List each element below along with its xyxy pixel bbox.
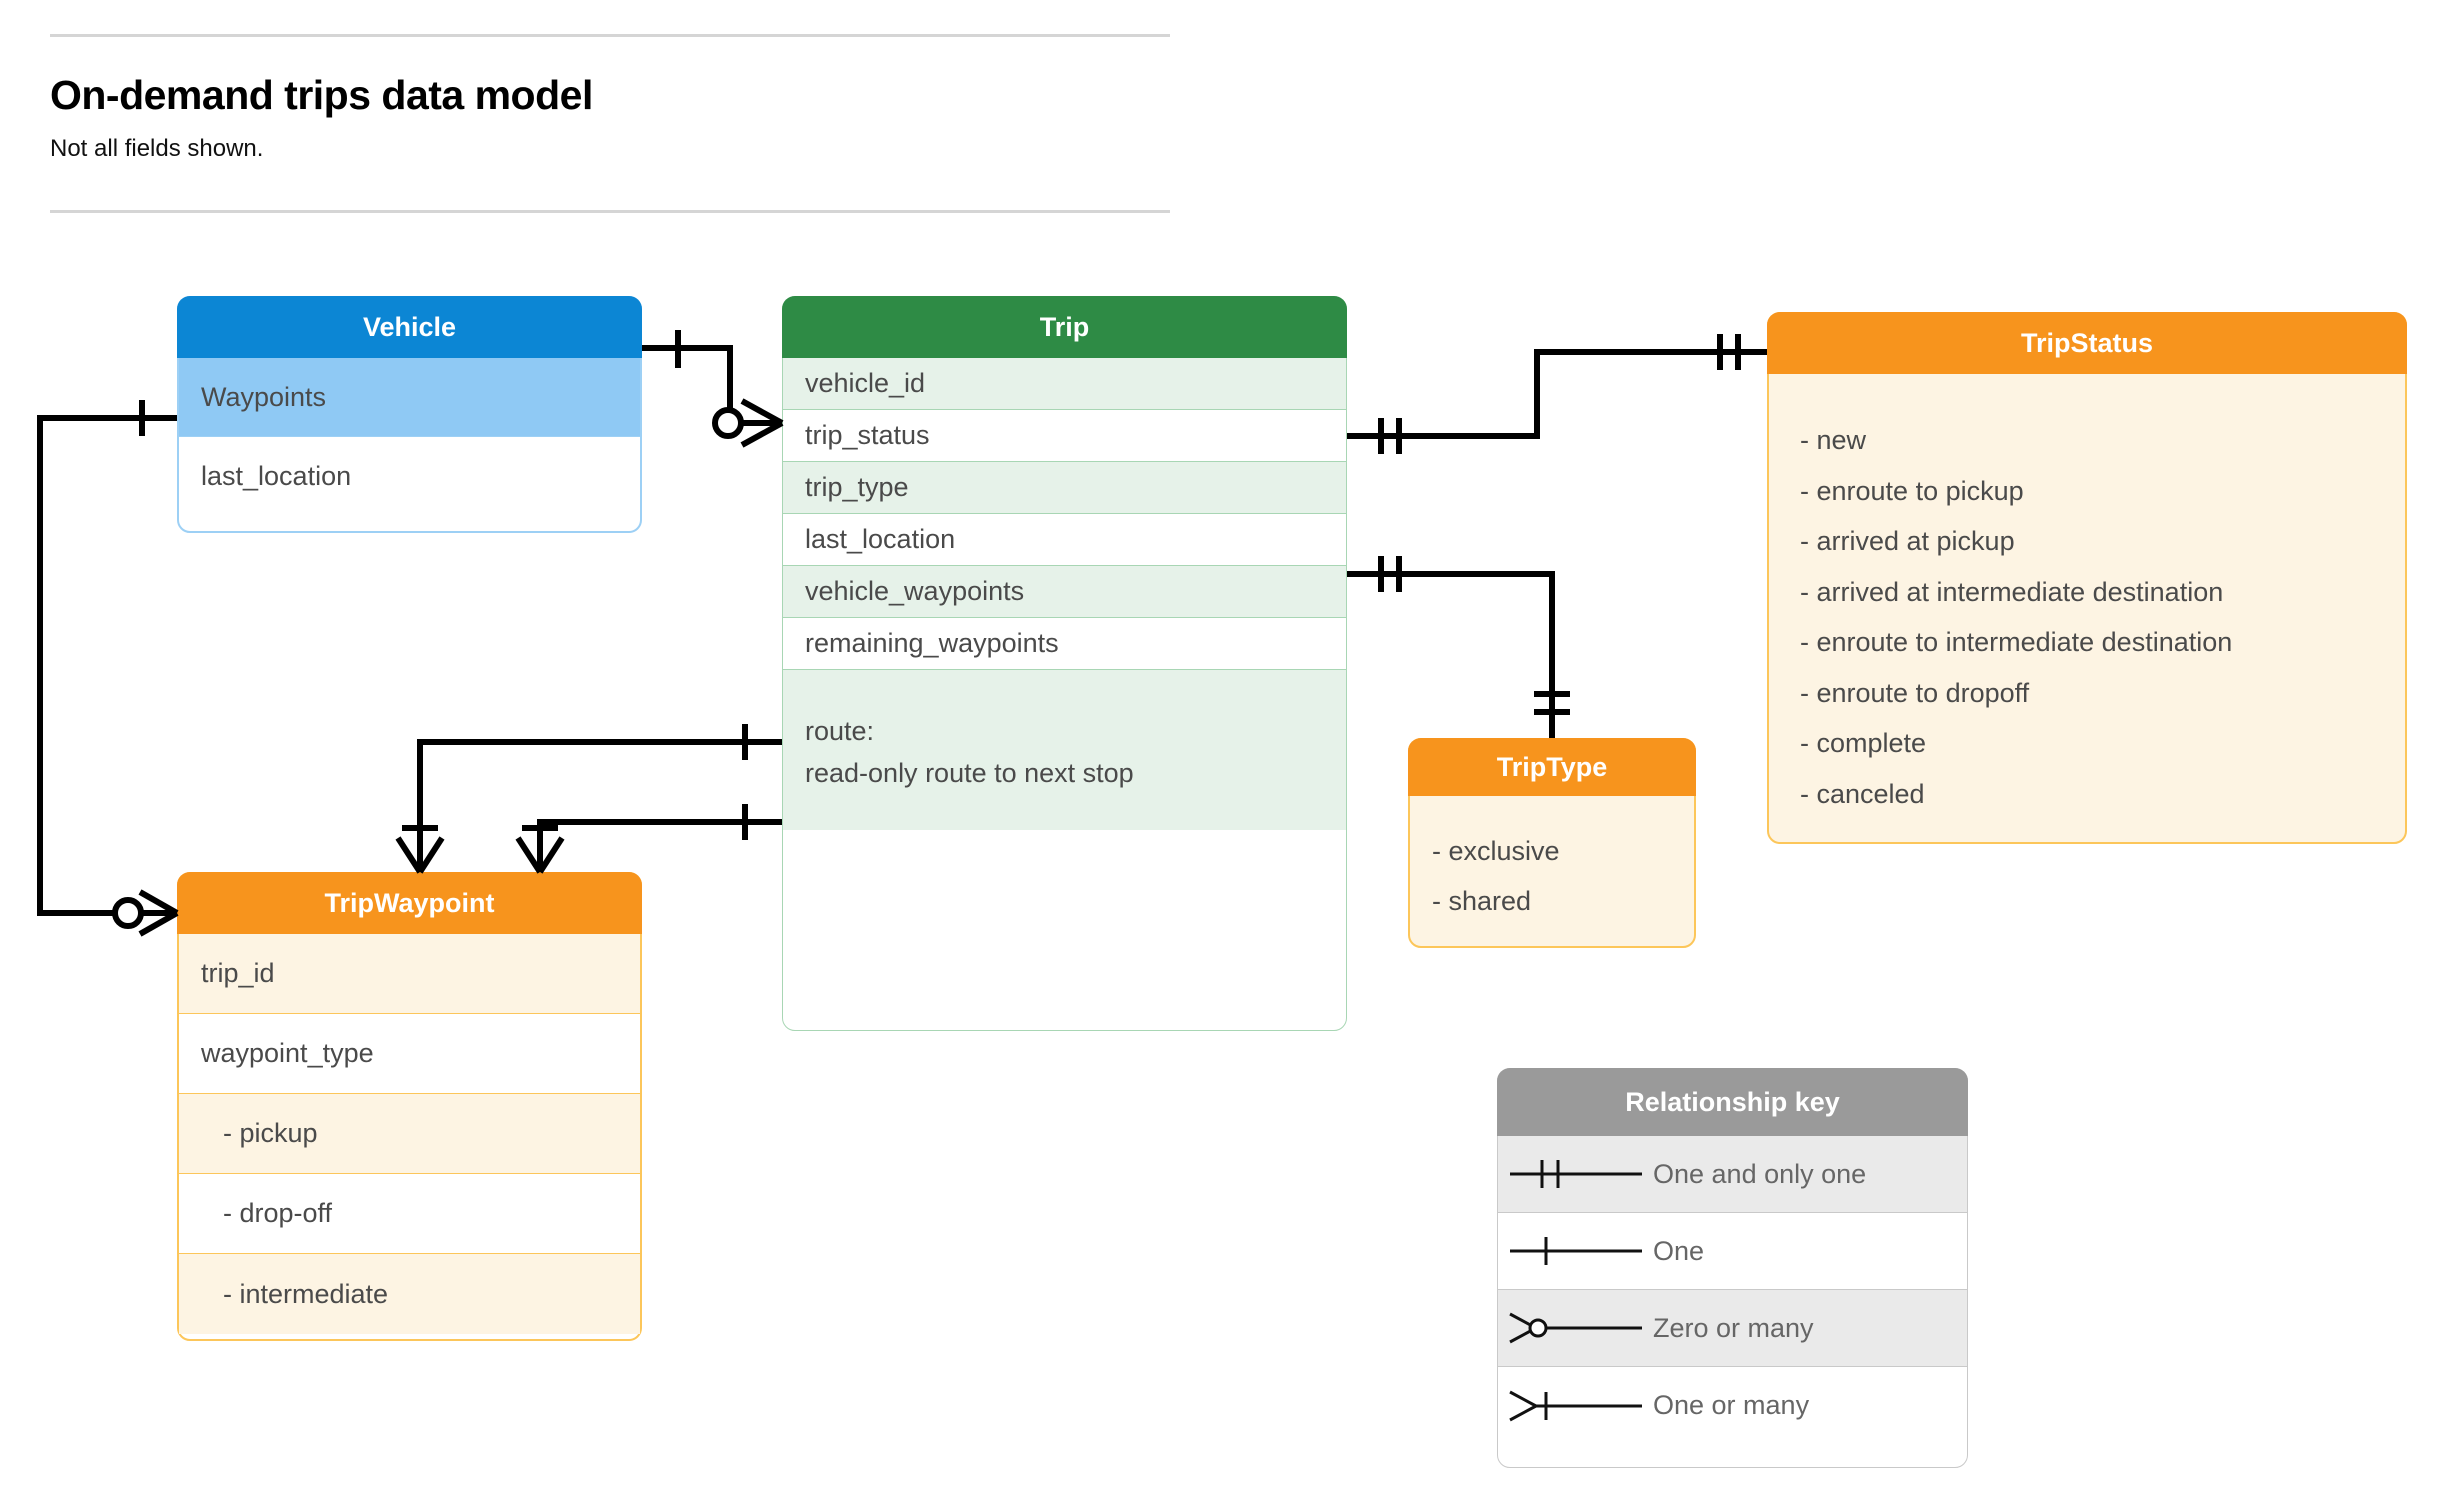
one-and-only-one-icon	[1498, 1136, 1653, 1212]
connector-trip-status	[1347, 349, 1767, 439]
header-divider-top	[50, 34, 1170, 37]
connector-vehicle-waypoints	[417, 739, 782, 872]
zero-or-many-marker-trip-vehicle-id	[712, 398, 784, 448]
crowsfoot-1a	[395, 836, 423, 874]
legend-row-one-and-only-one: One and only one	[1498, 1136, 1967, 1213]
entity-trip-waypoint-value-intermediate: - intermediate	[179, 1254, 640, 1334]
legend-label: One or many	[1653, 1390, 1810, 1420]
entity-trip-waypoint-title: TripWaypoint	[177, 872, 642, 934]
entity-trip-waypoint-value-drop-off: - drop-off	[179, 1174, 640, 1254]
entity-trip-field-trip-status: trip_status	[783, 410, 1346, 462]
entity-trip-field-route-line1: route:	[805, 716, 875, 746]
zero-or-many-marker-tripwaypoint	[112, 889, 179, 937]
entity-trip-field-route-line2: read-only route to next stop	[805, 758, 1134, 788]
page-subtitle: Not all fields shown.	[50, 135, 264, 162]
entity-trip-field-remaining-waypoints: remaining_waypoints	[783, 618, 1346, 670]
trip-status-value: - enroute to intermediate destination	[1800, 627, 2233, 657]
entity-vehicle-field-waypoints: Waypoints	[179, 358, 640, 436]
entity-trip-waypoint-field-waypoint-type: waypoint_type	[179, 1014, 640, 1094]
legend-label: One and only one	[1653, 1158, 1867, 1189]
legend-row-one-or-many: One or many	[1498, 1367, 1967, 1444]
entity-trip-status-title: TripStatus	[1767, 312, 2407, 374]
legend-label: One	[1653, 1235, 1705, 1266]
crowsfoot-2a	[515, 836, 543, 874]
trip-status-value: - canceled	[1800, 778, 1925, 809]
trip-status-value: - arrived at intermediate destination	[1800, 576, 2224, 607]
header-divider-bottom	[50, 210, 1170, 213]
one-icon	[1498, 1213, 1653, 1289]
entity-trip-field-vehicle-id: vehicle_id	[783, 358, 1346, 410]
crowsfoot-1b	[417, 836, 445, 874]
entity-trip-field-last-location: last_location	[783, 514, 1346, 566]
entity-trip-type-title: TripType	[1408, 738, 1696, 796]
entity-trip-waypoint-value-pickup: - pickup	[179, 1094, 640, 1174]
connector-vehicle-waypoints-to-tripwaypoint	[37, 415, 177, 916]
connector-remaining-waypoints	[537, 819, 782, 872]
crowsfoot-2b	[537, 836, 565, 874]
entity-trip-field-route: route: read-only route to next stop	[783, 670, 1346, 830]
trip-status-value: - enroute to dropoff	[1800, 677, 2030, 708]
trip-status-value: - complete	[1800, 728, 1927, 758]
trip-status-value: - arrived at pickup	[1800, 526, 2015, 556]
connector-vehicle-to-trip	[642, 345, 770, 426]
one-or-many-icon	[1498, 1367, 1653, 1444]
connector-trip-type	[1347, 571, 1555, 738]
trip-status-value: - enroute to pickup	[1800, 475, 2024, 506]
entity-trip-type-values: - exclusive - shared	[1432, 826, 1692, 926]
entity-trip-field-trip-type: trip_type	[783, 462, 1346, 514]
trip-type-value: - exclusive	[1432, 836, 1560, 866]
entity-trip-title: Trip	[782, 296, 1347, 358]
legend-label: Zero or many	[1653, 1312, 1814, 1343]
entity-vehicle-field-last-location: last_location	[179, 436, 640, 515]
entity-trip-status	[1767, 312, 2407, 844]
entity-trip-field-vehicle-waypoints: vehicle_waypoints	[783, 566, 1346, 618]
relationship-key-title: Relationship key	[1497, 1068, 1968, 1136]
entity-trip-status-values: - new - enroute to pickup - arrived at p…	[1800, 415, 2400, 819]
trip-status-value: - new	[1800, 425, 1867, 455]
entity-trip-waypoint-field-trip-id: trip_id	[179, 934, 640, 1014]
legend-row-zero-or-many: Zero or many	[1498, 1290, 1967, 1367]
legend-row-one: One	[1498, 1213, 1967, 1290]
trip-type-value: - shared	[1432, 886, 1532, 916]
page-title: On-demand trips data model	[50, 72, 593, 118]
entity-vehicle-title: Vehicle	[177, 296, 642, 358]
zero-or-many-icon	[1498, 1290, 1653, 1366]
